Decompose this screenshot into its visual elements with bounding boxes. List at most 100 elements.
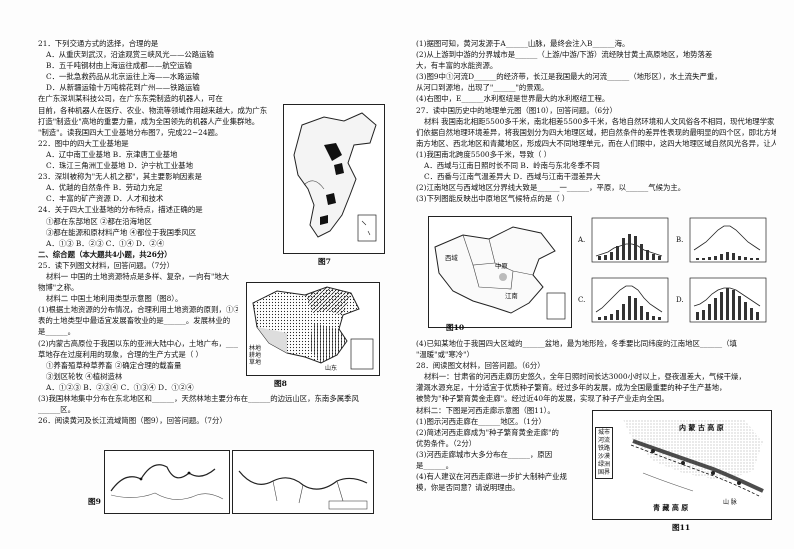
passage-line: "制造"。读我国四大工业基地分布图7，完成22~24题。 <box>38 127 223 137</box>
material-one: 材料一 中国的土地资源特点是多样、复杂，一向有"地大 <box>46 271 230 281</box>
q24-statements-12: ①都在东部地区 ②都在沿海地区 <box>46 216 152 226</box>
legend-item: 城市 <box>598 429 611 436</box>
q25-part2-cont: 草地存在过度利用的现象，合理的生产方式是（ ） <box>38 349 203 359</box>
figure-8-label: 图8 <box>274 379 287 388</box>
q26-part2-cont: 大，有丰富的水能资源。 <box>416 61 498 71</box>
place-label-inner-mongolia: 内 蒙 古 高 原 <box>679 423 724 432</box>
question-22: 22．图中的四大工业基地是 <box>38 138 129 148</box>
q21-option-a: A．从重庆到武汉，沿途观赏三峡风光——公路运输 <box>46 50 214 60</box>
region-label-jiangnan: 江南 <box>505 292 518 300</box>
option-label-a: A. <box>578 236 586 244</box>
passage-line: 目前，各种机器人在医疗、农业、物流等领域作用越来越大，成为广东 <box>38 105 268 115</box>
figure-9-yangtze-river <box>232 450 374 514</box>
q25-part3: (3)我国林地集中分布在东北地区和______，天然林地主要分布在______的… <box>38 394 359 403</box>
section-heading: 二、综合题（本大题共4小题，共26分） <box>38 249 172 259</box>
q27-options-ab: A．西域与江南日照时长不同 B．岭南与东北冬季不同 <box>424 161 600 171</box>
right-column: (1)据图可知，黄河发源于A______山脉，最终会注入B______海。 (2… <box>416 38 776 204</box>
question-26: 26．阅读黄河及长江流域简图（图9），回答问题。（7分） <box>38 416 227 426</box>
option-label-c: C. <box>578 296 586 304</box>
q27-part2: (2)江南地区与西域地区分界线大致是______一______，平原，以____… <box>416 183 686 193</box>
figure-11-map: 城市 河流 铁路 沙漠 绿洲 国界 内 蒙 古 高 原 青 藏 高 原 山 脉 <box>592 410 772 520</box>
figure-8-map: 林地 耕地 草地 山东 <box>246 282 380 376</box>
legend-item: 国界 <box>598 469 611 476</box>
region-label-xiyu: 西域 <box>445 254 458 262</box>
q28-part2: (2)简述河西走廊成为"种子繁育黄金走廊"的 <box>416 427 559 437</box>
figure-10-map: 西域 中原 江南 <box>428 216 572 328</box>
q26-part3-cont: 从河口到源地，出现了"______"的景观。 <box>416 83 549 93</box>
question-25: 25．读下列图文材料，回答问题。（7分） <box>38 260 175 270</box>
climate-chart-b: B. <box>676 216 768 266</box>
q28-part2-cont: 优势条件。（2分） <box>416 438 477 448</box>
q25-part1-cont: 表的土地类型中最适宜发展畜牧业的是______。发展林业的 <box>38 316 231 326</box>
q28-part1: (1)图示河西走廊在______地区。（1分） <box>416 416 546 426</box>
q27-part4-cont: "温暖"或"寒冷"） <box>416 350 474 360</box>
q22-options-cd: C．珠江三角洲工业基地 D．沪宁杭工业基地 <box>46 161 193 171</box>
q24-statements-34: ③都在能源和原材料产地 ④都位于我国季风区 <box>46 227 197 237</box>
question-21: 21．下列交通方式的选择，合理的是 <box>38 39 159 48</box>
material-two: 材料二 中国土地利用类型示意图（图8）。 <box>46 294 183 304</box>
passage-line: 打造"制造业"高地的重要力量，成为全国领先的机器人产业集群地。 <box>38 116 260 126</box>
q28-part3: (3)河西走廊城市大多分布在______，原因 <box>416 449 553 459</box>
passage-line: 在广东深圳某科技公司，在广东东莞制造的机器人，可在 <box>38 94 223 104</box>
q23-options-ab: A．优越的自然条件 B．劳动力充足 <box>46 183 163 193</box>
q26-part4: (4)右图中，E______水利枢纽是世界最大的水利枢纽工程。 <box>416 94 610 104</box>
q27-part4: (4)已知某地位于我国四大区域的______盆地，最为地形险，冬季要比同纬度的江… <box>416 339 737 348</box>
legend-item: 耕地 <box>249 352 262 359</box>
q25-choices-34: ③划区轮牧 ④植树造林 <box>46 371 123 381</box>
region-label-zhongyuan: 中原 <box>495 262 508 270</box>
figure-8-legend: 林地 耕地 草地 <box>249 345 261 366</box>
climate-chart-a: A. <box>578 216 670 266</box>
q22-options-ab: A．辽中南工业基地 B．京津唐工业基地 <box>46 149 178 159</box>
q25-part3-cont: ______区。 <box>38 405 75 415</box>
figure-7-label: 图7 <box>318 257 331 266</box>
q28-material-one: 材料一：甘肃省的河西走廊历史悠久，全年日照时间长达3000小时以上，昼夜温差大，… <box>424 372 746 382</box>
q28-part3-cont: 是______。 <box>416 461 453 471</box>
q28-material-one-cont: 灌溉水源充足，十分适宜于优质种子繁育。经过多年的发展，成为全国最重要的种子生产基… <box>416 383 727 393</box>
q27-material-cont: 们依据自然地理环境差异，将我国划分为四大地理区域，把自然条件的差异性表现的最明显… <box>416 127 776 137</box>
option-label-d: D. <box>676 296 684 304</box>
legend-item: 绿洲 <box>598 461 611 468</box>
q27-material: 材料 我国南北相距5500多千米，南北相差5500多千米，各地自然环境和人文风俗… <box>424 116 775 126</box>
q21-option-c: C．一批急救药品从北京运往上海——水路运输 <box>46 72 200 82</box>
q25-part1-cont: 是______。 <box>38 327 75 337</box>
figure-7-map <box>283 104 385 254</box>
q28-material-one-cont: 被赞为"种子繁育黄金走廊"。经过近40年的发展，实现了种子产业走向全国。 <box>416 394 669 404</box>
q27-part1: (1)我国南北跨度5500多千米，导致（ ） <box>416 149 552 159</box>
right-column-lower: (4)已知某地位于我国四大区域的______盆地，最为地形险，冬季要比同纬度的江… <box>416 338 776 493</box>
left-column: 21．下列交通方式的选择，合理的是 A．从重庆到武汉，沿途观赏三峡风光——公路运… <box>38 38 398 426</box>
figure-9-yellow-river <box>104 450 230 514</box>
q26-part3: (3)图9中①河流D______的经济带，长江是我国最大的河流______（地形… <box>416 72 722 82</box>
legend-item: 沙漠 <box>598 453 611 460</box>
legend-item: 草地 <box>249 359 262 366</box>
climate-chart-d: D. <box>676 276 768 326</box>
q28-material-two: 材料二：下图是河西走廊示意图（图11）。 <box>416 405 555 415</box>
figure-11-label: 图11 <box>672 523 691 532</box>
q28-part4-cont: 模，你是否同意？请说明理由。 <box>416 483 520 493</box>
q26-part2: (2)从上游到中游的分界城市是______（上游/中游/下游）流经陕甘黄土高原地… <box>416 50 713 60</box>
figure-9-label: 图9 <box>88 497 101 506</box>
figure-11-legend: 城市 河流 铁路 沙漠 绿洲 国界 <box>595 427 614 479</box>
q23-options-cd: C．丰富的矿产资源 D．人才和技术 <box>46 194 164 204</box>
q25-part2: (2)内蒙古高原位于我国以东的亚洲大陆中心，土地广布，______， <box>38 338 238 348</box>
question-27: 27．读中国历史中的地理单元图（图10），回答问题。（6分） <box>416 105 617 115</box>
legend-item: 林地 <box>249 345 262 352</box>
q21-option-d: D．从新疆运输十万吨棉花到广州——铁路运输 <box>46 83 200 93</box>
climate-chart-c: C. <box>578 276 670 326</box>
legend-item: 铁路 <box>598 445 611 452</box>
figure-10-label: 图10 <box>446 323 465 332</box>
place-label-mountains: 山 脉 <box>723 499 737 506</box>
q24-options: A．①③ B．②③ C．①④ D．②④ <box>46 238 165 248</box>
q26-part1: (1)据图可知，黄河发源于A______山脉，最终会注入B______海。 <box>416 39 630 48</box>
q25-choices-12: ①养畜殖草种草养畜 ②确定合理的载畜量 <box>46 360 182 370</box>
place-label-tibet: 青 藏 高 原 <box>653 503 689 512</box>
q25-part1: (1)根据土地资源的分布情况，合理利用土地资源的原则，①②代 <box>38 305 238 315</box>
option-label-b: B. <box>676 236 684 244</box>
legend-item: 河流 <box>598 437 611 444</box>
q27-options-cd: C．西番与江南气温差异大 D．西域与江南干湿差异大 <box>424 172 601 182</box>
question-28: 28．阅读图文材料，回答问题。（6分） <box>416 361 545 371</box>
q25-options: A．①②③ B．②③④ C．①③④ D．①②④ <box>46 382 194 392</box>
question-24: 24．关于四大工业基地的分布特点，描述正确的是 <box>38 205 203 215</box>
q27-part3: (3)下列图能反映出中原地区气候特点的是（ ） <box>416 194 570 204</box>
q21-option-b: B．五千吨钢材由上海运往成都——航空运输 <box>46 61 192 71</box>
